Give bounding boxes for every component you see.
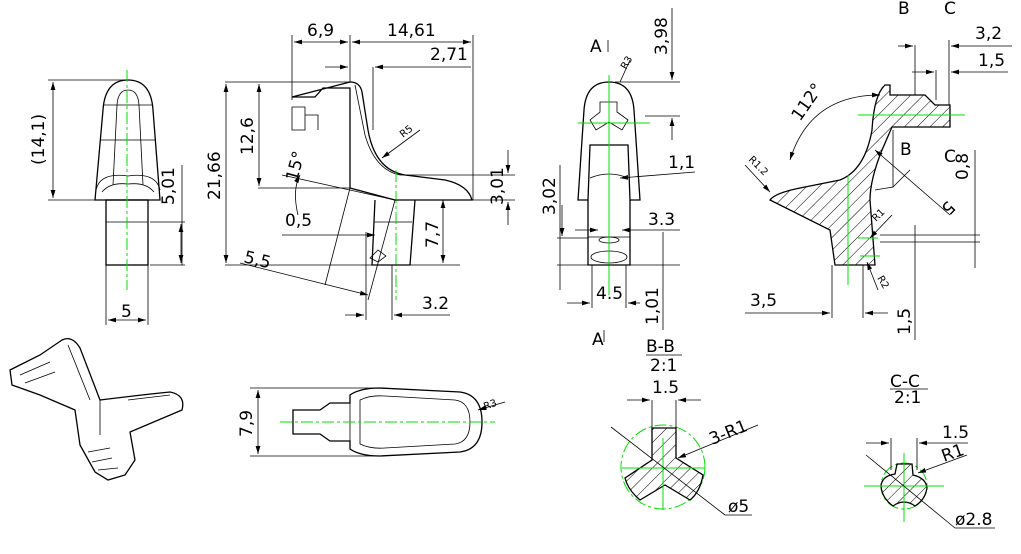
top-view: 7,9 R3	[237, 387, 506, 457]
section-bb-scale: 2:1	[650, 356, 677, 376]
section-bb-width: 1.5	[652, 378, 679, 398]
dim-width-3-3: 3.3	[648, 210, 675, 230]
top-radius-r3: R3	[482, 398, 498, 413]
section-a-view: A R3 3,98 1,1 3,02 3.3 4.5 1,01 A	[540, 8, 695, 350]
top-radius-label: R3	[619, 54, 635, 71]
dim-slant: 5,5	[242, 247, 273, 273]
dim-stem-height: 5,01	[159, 167, 179, 205]
dim-gap: 0,5	[285, 211, 312, 231]
radius-r2-label: R2	[874, 274, 890, 291]
front-view: (14,1) 5,01 5	[29, 70, 185, 325]
dim-width-7-9: 7,9	[237, 410, 257, 437]
dim-3-2: 3,2	[975, 24, 1002, 44]
radius-r1-label: R1	[870, 207, 887, 224]
section-cc-width: 1.5	[942, 423, 969, 443]
section-cc-radius: R1	[939, 440, 967, 467]
section-a-top-label: A	[590, 37, 602, 57]
dim-bottom: 1,01	[643, 287, 663, 325]
section-cc: C-C 2:1 1.5 R1 ø2.8	[864, 372, 995, 530]
section-bb-title: B-B	[646, 337, 675, 357]
dim-lower-height: 3,02	[540, 177, 560, 215]
dim-pin-height: 7,7	[423, 221, 443, 248]
dim-top-height: 3,98	[652, 17, 672, 55]
dim-1-5-bottom: 1,5	[895, 308, 915, 335]
dim-3-5: 3,5	[750, 291, 777, 311]
section-bb-diameter: ø5	[728, 497, 749, 517]
dim-length: 14,61	[387, 21, 436, 41]
dim-front-height: (14,1)	[29, 114, 49, 165]
section-cc-diameter: ø2.8	[955, 510, 992, 530]
section-a-bottom-label: A	[592, 330, 604, 350]
dim-1-5-top: 1,5	[978, 51, 1005, 71]
section-bb: B-B 2:1 1.5 3-R1 ø5	[610, 337, 759, 517]
bend-radius-label: R5	[398, 123, 415, 140]
section-cc-title: C-C	[890, 372, 920, 392]
cut-b-top-label: B	[898, 0, 910, 19]
dim-lip-height: 3,01	[488, 167, 508, 205]
side-view: 21,66 12,6 6,9 14,61 2,71 R5 15° 0,5 5,5…	[205, 21, 515, 320]
dim-5-label: 5	[937, 196, 959, 218]
radius-r1-2-label: R1.2	[746, 154, 770, 178]
cut-c-top-label: C	[944, 0, 956, 19]
dim-head-height: 12,6	[238, 117, 258, 155]
dim-offset: 2,71	[430, 45, 468, 65]
dim-pin-offset: 3.2	[422, 294, 449, 314]
cut-b-label: B	[900, 140, 912, 160]
dim-0-8: 0,8	[953, 153, 973, 180]
dim-stem-width: 5	[121, 302, 132, 322]
isometric-view	[9, 337, 184, 481]
dim-wall: 1,1	[668, 153, 695, 173]
section-cc-scale: 2:1	[894, 388, 921, 408]
dim-width-4-5: 4.5	[596, 284, 623, 304]
section-bb-radius: 3-R1	[706, 416, 750, 449]
cut-c-label: C	[944, 147, 956, 167]
detail-section-view: B C 112° R1.2 B C 3,2 1,5 5 0,8 R1 R2	[744, 0, 1012, 340]
angle-label: 15°	[283, 149, 310, 183]
dim-total-height: 21,66	[205, 151, 225, 200]
dim-back-width: 6,9	[307, 21, 334, 41]
angle-112-label: 112°	[788, 80, 828, 125]
